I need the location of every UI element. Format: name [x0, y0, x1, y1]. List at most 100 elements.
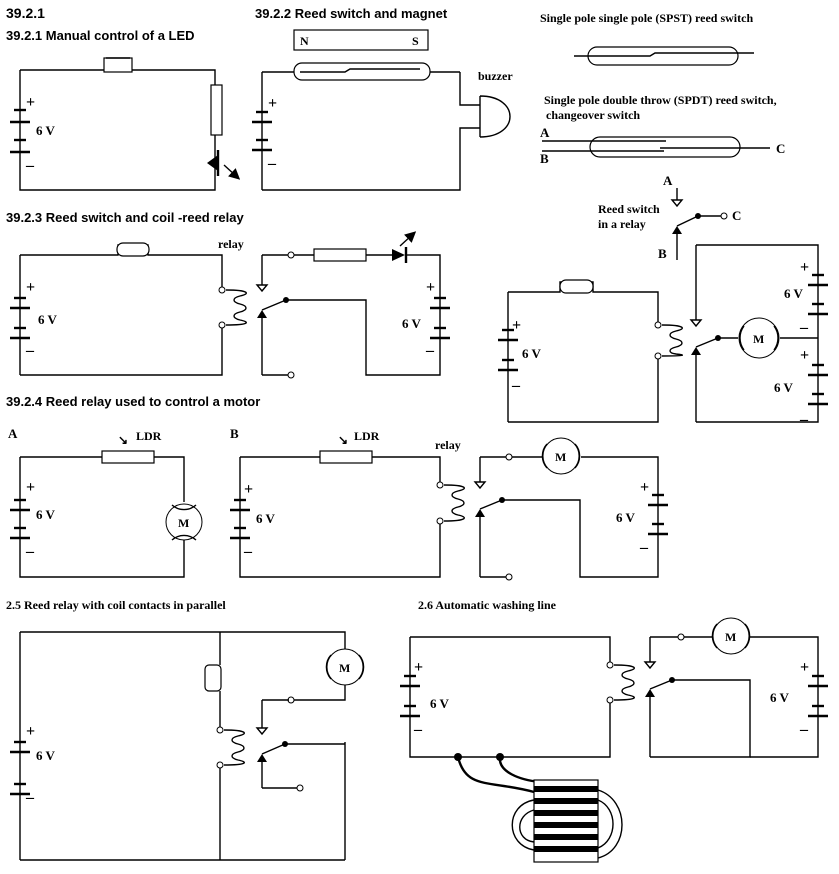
motor-label: M: [725, 630, 736, 644]
main-heading: 39.2.1: [6, 5, 45, 21]
spst-reed-switch: [574, 46, 754, 66]
relay-coil-icon: [613, 664, 635, 701]
heading-parallel: 2.5 Reed relay with coil contacts in par…: [6, 598, 226, 612]
push-switch: [103, 57, 133, 73]
resistor: [313, 248, 367, 262]
heading-manual-led: 39.2.1 Manual control of a LED: [6, 28, 195, 43]
terminal-c-label: C: [732, 208, 741, 223]
buzzer-icon: [479, 95, 511, 138]
terminal-c-label: C: [776, 141, 785, 156]
relay-coil-icon: [225, 289, 247, 326]
motor-label: M: [178, 516, 189, 530]
terminal-b-label: B: [658, 246, 667, 261]
heading-spst: Single pole single pole (SPST) reed swit…: [540, 11, 753, 25]
circuit-manual-led: + 6 V –: [10, 57, 241, 191]
battery-voltage: 6 V: [770, 690, 790, 705]
battery-plus: +: [800, 347, 809, 364]
battery-minus: –: [639, 539, 649, 556]
led-icon: [207, 150, 241, 180]
relay-label: relay: [435, 438, 461, 452]
battery-minus: –: [425, 342, 435, 359]
battery-minus: –: [799, 319, 809, 336]
ldr-arrow: ↘: [338, 433, 348, 447]
circuit-relay-motor-right: + 6 V – M + 6 V – + 6 V –: [498, 244, 828, 428]
terminal-b-label: B: [540, 151, 549, 166]
motor-label: M: [753, 332, 764, 346]
battery-plus: +: [26, 479, 35, 496]
battery-minus: –: [413, 721, 423, 738]
battery-plus: +: [800, 259, 809, 276]
ldr-label: LDR: [354, 429, 380, 443]
battery-minus: –: [511, 377, 521, 394]
circuit-ldr-motor-a: A ↘ LDR M + 6 V –: [8, 426, 203, 578]
led-icon: [392, 231, 420, 263]
circuit-washing-line: + 6 V – M: [400, 617, 828, 863]
spdt-reed-switch: A B C: [540, 125, 785, 166]
battery-plus: +: [426, 279, 435, 296]
heading-reed-magnet: 39.2.2 Reed switch and magnet: [255, 6, 448, 21]
battery-minus: –: [25, 157, 35, 174]
battery-plus: +: [268, 95, 277, 112]
battery-plus: +: [414, 659, 423, 676]
motor-icon: [738, 317, 780, 359]
battery-minus: –: [25, 342, 35, 359]
battery-plus: +: [26, 723, 35, 740]
magnet-south-label: S: [412, 34, 419, 48]
battery-voltage: 6 V: [522, 346, 542, 361]
battery-voltage: 6 V: [430, 696, 450, 711]
buzzer-label: buzzer: [478, 69, 513, 83]
relay-coil-icon: [661, 324, 683, 357]
reed-relay-label-2: in a relay: [598, 217, 646, 231]
battery-voltage: 6 V: [616, 510, 636, 525]
battery-voltage: 6 V: [36, 507, 56, 522]
battery-minus: –: [25, 789, 35, 806]
battery-voltage: 6 V: [784, 286, 804, 301]
resistor: [210, 84, 223, 136]
heading-relay-motor: 39.2.4 Reed relay used to control a moto…: [6, 394, 260, 409]
battery-minus: –: [799, 721, 809, 738]
relay-label: relay: [218, 237, 244, 251]
circuit-ldr-relay-b: B ↘ LDR relay + 6 V – M: [230, 426, 668, 581]
circuit-a-label: A: [8, 426, 18, 441]
heading-reed-relay: 39.2.3 Reed switch and coil -reed relay: [6, 210, 244, 225]
relay-coil-icon: [223, 729, 245, 766]
motor-label: M: [339, 661, 350, 675]
ldr-label: LDR: [136, 429, 162, 443]
circuit-reed-relay: relay + 6 V – + 6 V: [10, 231, 450, 379]
battery-plus: +: [26, 94, 35, 111]
battery-plus: +: [512, 317, 521, 334]
battery-minus: –: [243, 543, 253, 560]
circuit-reed-magnet: N S buzzer + –: [252, 29, 513, 191]
reed-relay-label-1: Reed switch: [598, 202, 660, 216]
relay-coil-icon: [443, 484, 465, 522]
battery-minus: –: [25, 543, 35, 560]
battery-minus: –: [799, 411, 809, 428]
battery-minus: –: [267, 155, 277, 172]
battery-plus: +: [640, 479, 649, 496]
battery-voltage: 6 V: [38, 312, 58, 327]
magnet-north-label: N: [300, 34, 309, 48]
reed-relay-symbol: A Reed switch in a relay C B: [598, 173, 741, 261]
battery-voltage: 6 V: [36, 748, 56, 763]
heading-spdt-1: Single pole double throw (SPDT) reed swi…: [544, 93, 777, 107]
heading-washing-line: 2.6 Automatic washing line: [418, 598, 557, 612]
battery-voltage: 6 V: [256, 511, 276, 526]
motor-label: M: [555, 450, 566, 464]
ldr-resistor: [319, 450, 373, 464]
terminal-a-label: A: [663, 173, 673, 188]
bar-magnet: [293, 29, 429, 51]
ldr-arrow: ↘: [118, 433, 128, 447]
heading-spdt-2: changeover switch: [546, 108, 640, 122]
terminal-a-label: A: [540, 125, 550, 140]
battery-plus: +: [800, 659, 809, 676]
battery-plus: +: [244, 481, 253, 498]
moisture-sensor-icon: [511, 779, 623, 863]
battery-voltage: 6 V: [774, 380, 794, 395]
circuit-parallel-contacts: M + 6 V –: [10, 631, 365, 861]
battery-voltage: 6 V: [36, 123, 56, 138]
battery-voltage: 6 V: [402, 316, 422, 331]
circuit-b-label: B: [230, 426, 239, 441]
ldr-resistor: [101, 450, 155, 464]
battery-plus: +: [26, 279, 35, 296]
